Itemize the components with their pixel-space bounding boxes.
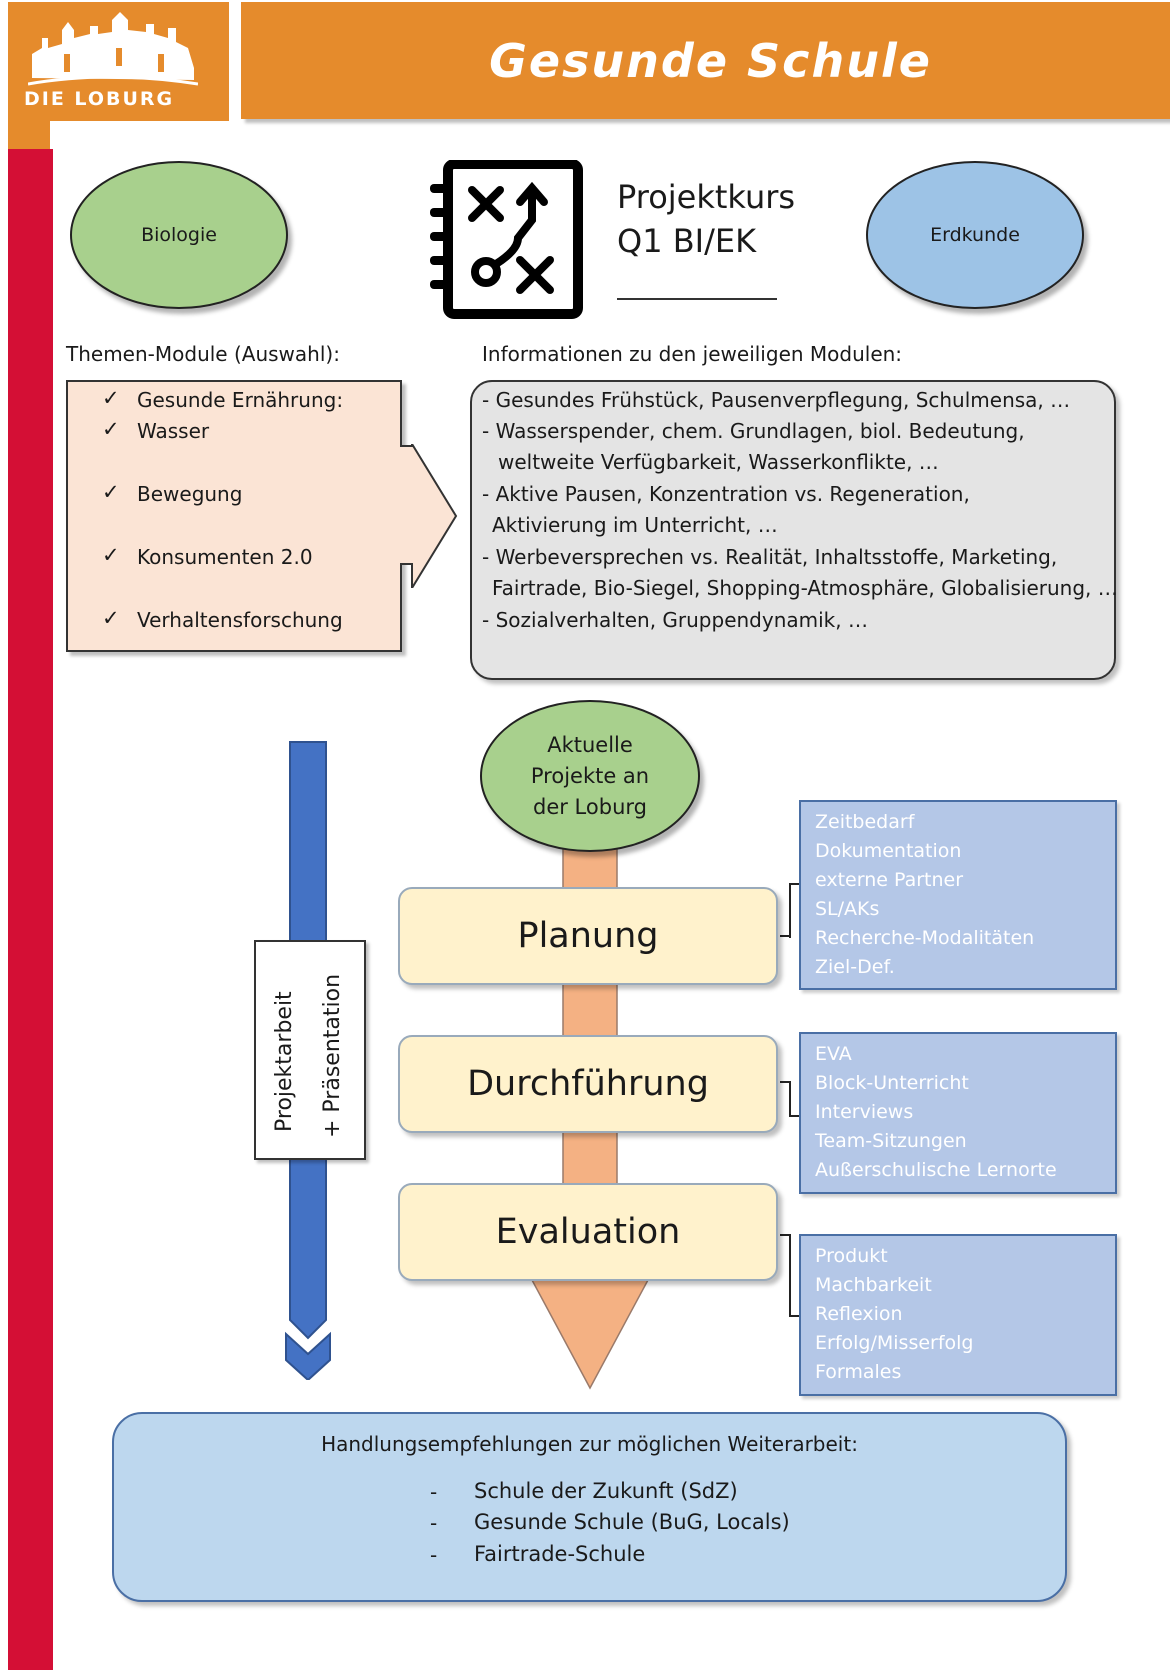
check-icon: ✓ bbox=[102, 386, 120, 410]
side-bar bbox=[8, 149, 53, 1670]
module-item: Wasser bbox=[137, 419, 210, 443]
info-line: Aktivierung im Unterricht, … bbox=[492, 513, 778, 537]
info-line: weltweite Verfügbarkeit, Wasserkonflikte… bbox=[498, 450, 939, 474]
durchfuehrung-details: EVA Block-Unterricht Interviews Team-Sit… bbox=[799, 1032, 1117, 1194]
detail-item: Erfolg/Misserfolg bbox=[815, 1332, 974, 1354]
evaluation-details: Produkt Machbarkeit Reflexion Erfolg/Mis… bbox=[799, 1234, 1117, 1396]
info-line: - Gesundes Frühstück, Pausenverpflegung,… bbox=[482, 388, 1071, 412]
current-projects-line3: der Loburg bbox=[533, 794, 647, 819]
list-dash: - bbox=[430, 1511, 438, 1535]
check-icon: ✓ bbox=[102, 417, 120, 441]
bracket-connectors bbox=[780, 883, 800, 1317]
current-projects-node: Aktuelle Projekte an der Loburg bbox=[480, 700, 700, 852]
title-bar bbox=[241, 2, 1170, 119]
detail-item: Block-Unterricht bbox=[815, 1072, 969, 1094]
modules-box bbox=[66, 380, 402, 652]
page-title: Gesunde Schule bbox=[489, 33, 932, 88]
detail-item: Interviews bbox=[815, 1101, 914, 1123]
step-evaluation: Evaluation bbox=[398, 1183, 778, 1281]
arrow-right-icon bbox=[398, 444, 458, 588]
info-label: Informationen zu den jeweiligen Modulen: bbox=[482, 342, 903, 366]
project-work-box: Projektarbeit + Präsentation bbox=[254, 940, 366, 1160]
recommendation-item: Gesunde Schule (BuG, Locals) bbox=[474, 1510, 790, 1534]
modules-label: Themen-Module (Auswahl): bbox=[66, 342, 340, 366]
detail-item: Machbarkeit bbox=[815, 1274, 932, 1296]
check-icon: ✓ bbox=[102, 543, 120, 567]
detail-item: externe Partner bbox=[815, 869, 964, 891]
detail-item: Recherche-Modalitäten bbox=[815, 927, 1035, 949]
logo-tab bbox=[8, 121, 50, 149]
detail-item: EVA bbox=[815, 1043, 852, 1065]
strategy-notebook-icon bbox=[430, 160, 583, 319]
detail-item: Zeitbedarf bbox=[815, 811, 915, 833]
recommendation-item: Schule der Zukunft (SdZ) bbox=[474, 1479, 738, 1503]
detail-item: Reflexion bbox=[815, 1303, 903, 1325]
logo-text: DIE LOBURG bbox=[24, 88, 175, 110]
step-planung: Planung bbox=[398, 887, 778, 985]
course-underline bbox=[617, 298, 777, 300]
list-dash: - bbox=[430, 1480, 438, 1504]
planung-details: Zeitbedarf Dokumentation externe Partner… bbox=[799, 800, 1117, 990]
info-line: - Wasserspender, chem. Grundlagen, biol.… bbox=[482, 419, 1025, 443]
recommendations-title: Handlungsempfehlungen zur möglichen Weit… bbox=[321, 1432, 858, 1456]
recommendations-box bbox=[112, 1412, 1067, 1602]
step-durchfuehrung: Durchführung bbox=[398, 1035, 778, 1133]
info-box bbox=[470, 380, 1116, 680]
detail-item: Ziel-Def. bbox=[815, 956, 895, 978]
module-item: Gesunde Ernährung: bbox=[137, 388, 344, 412]
check-icon: ✓ bbox=[102, 480, 120, 504]
presentation-label: + Präsentation bbox=[320, 973, 345, 1138]
info-line: - Sozialverhalten, Gruppendynamik, … bbox=[482, 608, 868, 632]
module-item: Verhaltensforschung bbox=[137, 608, 343, 632]
detail-item: Dokumentation bbox=[815, 840, 962, 862]
module-item: Konsumenten 2.0 bbox=[137, 545, 313, 569]
detail-item: Team-Sitzungen bbox=[815, 1130, 967, 1152]
detail-item: Produkt bbox=[815, 1245, 888, 1267]
project-work-label: Projektarbeit bbox=[272, 991, 297, 1132]
course-title-line2: Q1 BI/EK bbox=[617, 222, 757, 260]
info-line: Fairtrade, Bio-Siegel, Shopping-Atmosphä… bbox=[492, 576, 1118, 600]
subject-erdkunde: Erdkunde bbox=[866, 161, 1084, 309]
recommendation-item: Fairtrade-Schule bbox=[474, 1542, 646, 1566]
castle-logo-icon bbox=[28, 12, 198, 86]
course-title-line1: Projektkurs bbox=[617, 178, 796, 216]
list-dash: - bbox=[430, 1543, 438, 1567]
check-icon: ✓ bbox=[102, 606, 120, 630]
subject-biologie: Biologie bbox=[70, 161, 288, 309]
current-projects-line2: Projekte an bbox=[530, 763, 650, 788]
info-line: - Werbeversprechen vs. Realität, Inhalts… bbox=[482, 545, 1058, 569]
current-projects-line1: Aktuelle bbox=[547, 732, 633, 757]
info-line: - Aktive Pausen, Konzentration vs. Regen… bbox=[482, 482, 970, 506]
detail-item: Formales bbox=[815, 1361, 902, 1383]
detail-item: Außerschulische Lernorte bbox=[815, 1159, 1057, 1181]
detail-item: SL/AKs bbox=[815, 898, 880, 920]
module-item: Bewegung bbox=[137, 482, 243, 506]
course-title: Projektkurs Q1 BI/EK bbox=[617, 175, 795, 263]
